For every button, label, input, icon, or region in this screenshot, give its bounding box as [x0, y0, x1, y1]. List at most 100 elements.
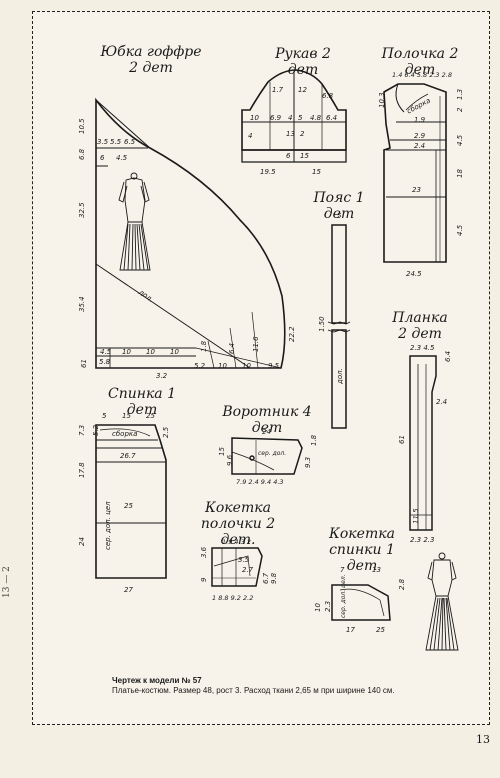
belt-fold: дол. — [336, 368, 344, 384]
strip-title: Планка 2 дет — [390, 310, 450, 342]
front-yoke-right-b: 9.8 — [270, 572, 278, 584]
collar-left-a: 15 — [218, 447, 226, 456]
skirt-row1-a: 3.5 — [97, 138, 109, 146]
sleeve-row1-c: 6.8 — [322, 92, 334, 100]
back-yoke-right: 2.8 — [398, 578, 406, 590]
sleeve-row2-f: 6.4 — [326, 114, 338, 122]
skirt-label-bottom: 61 — [80, 359, 88, 368]
front-yoke-in-a: 3.5 — [238, 556, 250, 564]
sleeve-row2-c: 4 — [288, 114, 293, 122]
back-pattern — [95, 424, 167, 579]
skirt-diag-b: 6.4 — [228, 342, 236, 354]
sleeve-row2-a: 10 — [250, 114, 259, 122]
back-gather: сборка — [112, 430, 138, 438]
back-inner-b: 25 — [124, 502, 133, 510]
collar-title: Воротник 4 дет — [222, 404, 312, 436]
skirt-row1-c: 6.5 — [124, 138, 136, 146]
skirt-right-v: 22.2 — [288, 326, 296, 342]
side-mark: 13 — 2 — [2, 566, 12, 598]
skirt-bottom-row-a: 4.5 — [100, 348, 112, 356]
front-yoke-pattern — [211, 547, 263, 587]
sleeve-pattern — [241, 69, 347, 163]
collar-right-b: 1.8 — [310, 434, 318, 446]
belt-title: Пояс 1 дет — [313, 190, 365, 222]
strip-bottom: 2.3 2.3 — [410, 536, 435, 544]
front-yoke-title-line2: полочки 2 дет. — [200, 516, 276, 548]
strip-pattern — [409, 355, 437, 531]
back-left-d: 24 — [78, 537, 86, 546]
front-measure-c: 2.4 — [414, 142, 426, 150]
skirt-left-small: 5.8 — [99, 358, 111, 366]
back-yoke-left-b: 2.3 — [324, 600, 332, 612]
caption-title: Чертеж к модели № 57 — [112, 676, 202, 685]
strip-v2: 61 — [398, 435, 406, 444]
sleeve-bottom-b: 15 — [312, 168, 321, 176]
front-pattern — [383, 83, 447, 263]
skirt-base-c: 10 — [218, 362, 227, 370]
back-left-c: 17.8 — [78, 462, 86, 478]
sleeve-left: 4 — [248, 132, 253, 140]
sleeve-title: Рукав 2 дет — [275, 46, 331, 78]
skirt-label-top: 10.5 — [78, 118, 86, 134]
back-yoke-bottom-b: 25 — [376, 626, 385, 634]
sleeve-row4-a: 6 — [286, 152, 291, 160]
skirt-base-b: 5.2 — [194, 362, 206, 370]
sleeve-row2-e: 4.8 — [310, 114, 322, 122]
front-right-c: 4.5 — [456, 134, 464, 146]
back-left-b: 5.2 — [92, 424, 100, 436]
skirt-small-a: 6 — [100, 154, 105, 162]
front-measure-b: 2.9 — [414, 132, 426, 140]
sleeve-bottom-a: 19.5 — [260, 168, 276, 176]
front-yoke-left-a: 9 — [200, 577, 208, 582]
strip-title-line2: 2 дет — [398, 326, 442, 342]
back-yoke-pattern — [331, 584, 391, 621]
sleeve-row2-d: 5 — [298, 114, 303, 122]
skirt-bottom-row-d: 10 — [170, 348, 179, 356]
skirt-diag-a: 1.8 — [200, 340, 208, 352]
back-yoke-left-a: 10 — [314, 603, 322, 612]
back-bottom: 27 — [124, 586, 133, 594]
collar-bottom: 7.9 2.4 9.4 4.3 — [236, 478, 284, 486]
back-right-a: 2.5 — [162, 426, 170, 438]
front-top-row: 1.4 6.4 5.8 2.3 2.8 — [392, 71, 452, 79]
back-top-c: 25 — [146, 412, 155, 420]
dress-figure-small-illustration — [425, 552, 459, 651]
front-yoke-title-line1: Кокетка — [205, 500, 271, 516]
page-number: 13 — [476, 733, 490, 746]
front-measure-a: 1.9 — [414, 116, 426, 124]
strip-small-a: 2.4 — [436, 398, 448, 406]
front-right-b: 2 — [456, 107, 464, 112]
back-yoke-inner: сер. дол. цел. — [340, 574, 347, 618]
front-yoke-bottom: 1 8.8 9.2 2.2 — [212, 594, 254, 602]
strip-title-line1: Планка — [392, 310, 448, 326]
back-inner-c: сер. дол. цел — [104, 501, 112, 550]
collar-left-b: 9.6 — [226, 454, 234, 466]
front-inner: 23 — [412, 186, 421, 194]
back-yoke-title-line2: спинки 1 дет — [329, 542, 395, 574]
front-yoke-left-b: 3.6 — [200, 546, 208, 558]
sleeve-row4-b: 15 — [300, 152, 309, 160]
front-right-e: 4.5 — [456, 224, 464, 236]
strip-small-c: 11.5 — [412, 508, 420, 524]
sleeve-row3-b: 2 — [300, 130, 305, 138]
skirt-base-d: 10 — [242, 362, 251, 370]
front-yoke-right-a: 6.7 — [262, 572, 270, 584]
sleeve-row1-a: 1.7 — [272, 86, 284, 94]
skirt-small-b: 4.5 — [116, 154, 128, 162]
skirt-title-line2: 2 дет — [129, 60, 173, 76]
skirt-label-mid2: 32.5 — [78, 202, 86, 218]
collar-right-a: 9.3 — [304, 456, 312, 468]
skirt-pattern — [95, 97, 286, 369]
skirt-bottom-row-b: 10 — [122, 348, 131, 356]
skirt-diag-c: 11.6 — [252, 336, 260, 352]
sleeve-row1-b: 12 — [298, 86, 307, 94]
front-right-a: 1.3 — [456, 88, 464, 100]
front-right-d: 18 — [456, 169, 464, 178]
collar-inner: сер. дол. — [258, 450, 287, 457]
sleeve-row2-b: 6.9 — [270, 114, 282, 122]
back-top-b: 15 — [122, 412, 131, 420]
collar-top: 24 — [262, 428, 271, 436]
back-yoke-title: Кокетка спинки 1 дет — [316, 526, 408, 574]
